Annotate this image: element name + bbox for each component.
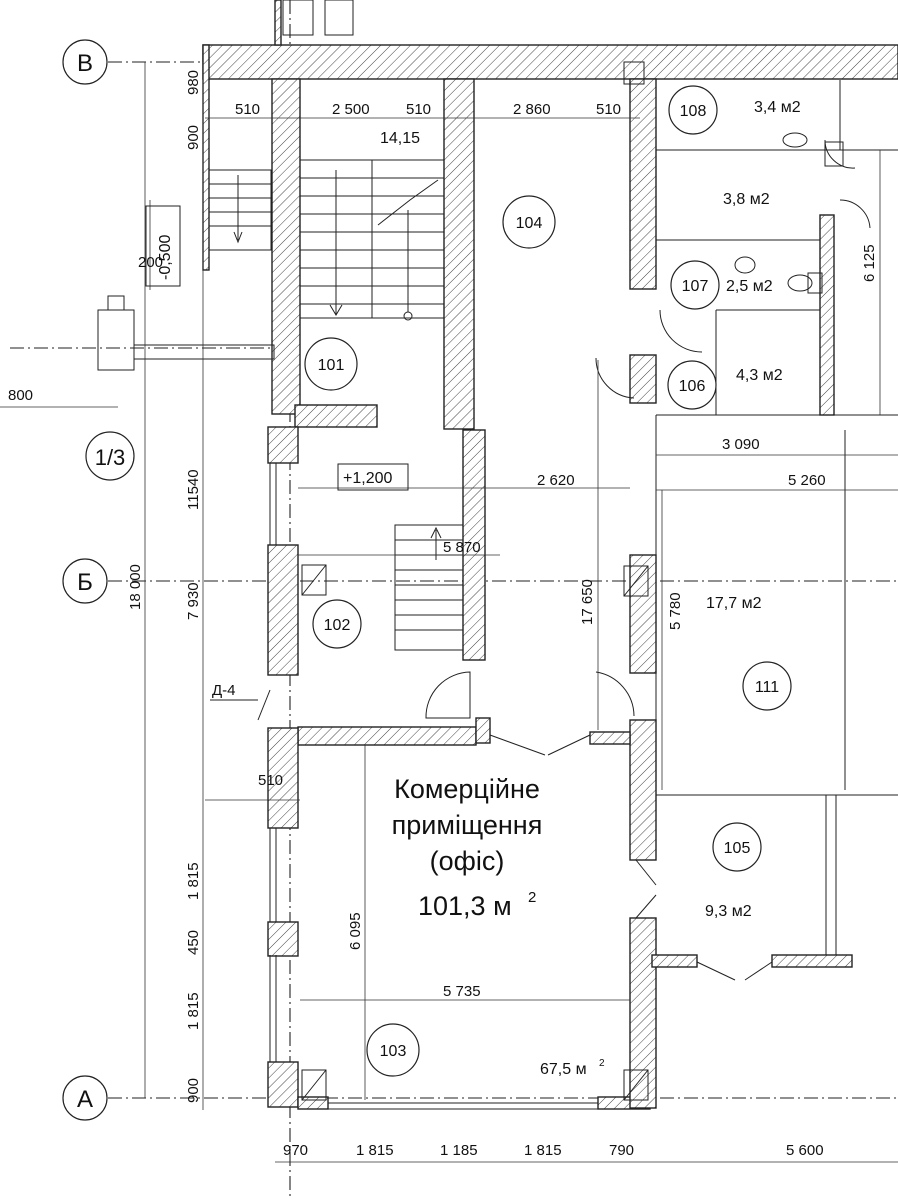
dim-left-450: 450 (185, 930, 202, 955)
area-105: 9,3 м2 (705, 903, 752, 920)
axis-bubble-1-3 (85, 431, 135, 481)
dim-office-5735: 5 735 (443, 983, 481, 1000)
dim-mid-5870: 5 870 (443, 539, 481, 556)
door-label-d4: Д-4 (212, 682, 236, 699)
level-minus: -0,500 (157, 235, 174, 280)
room-bubble-111 (742, 661, 792, 711)
axis-label-v: В (77, 50, 93, 77)
room-number-111: 111 (755, 679, 779, 696)
dim-left-1815b: 1 815 (185, 992, 202, 1030)
area-wc: 3,8 м2 (723, 191, 770, 208)
dim-mid-2620: 2 620 (537, 472, 575, 489)
room-bubble-106 (667, 360, 717, 410)
dim-left-7930: 7 930 (185, 582, 202, 620)
office-area: 101,3 м (418, 891, 512, 921)
axis-label-1-3: 1/3 (95, 445, 126, 470)
dim-left-1815a: 1 815 (185, 862, 202, 900)
dim-bot-1815a: 1 815 (356, 1142, 394, 1159)
axis-label-b: Б (77, 569, 93, 596)
dim-top-2500: 2 500 (332, 101, 370, 118)
room-number-104: 104 (516, 215, 543, 232)
doors (257, 139, 871, 981)
level-plus: +1,200 (343, 470, 392, 487)
dim-bot-790: 790 (609, 1142, 634, 1159)
dim-left-800: 800 (8, 387, 33, 404)
room-number-101: 101 (318, 357, 345, 374)
office-title-line1: Комерційне (394, 774, 540, 804)
dimension-lines (0, 62, 898, 1163)
axis-bubble-b (62, 558, 108, 604)
staircase-left (208, 169, 272, 251)
dim-office-6095: 6 095 (347, 912, 364, 950)
office-area-sup: 2 (528, 889, 536, 906)
dim-left-900b: 900 (185, 1078, 202, 1103)
dim-left-900: 900 (185, 125, 202, 150)
area-106: 4,3 м2 (736, 367, 783, 384)
dim-top-510a: 510 (235, 101, 260, 118)
level-plus-box (337, 463, 409, 491)
room-number-102: 102 (324, 617, 351, 634)
dim-bot-970: 970 (283, 1142, 308, 1159)
axis-label-a: А (77, 1086, 93, 1113)
room-number-105: 105 (724, 840, 751, 857)
room-bubble-107 (670, 260, 720, 310)
room-number-107: 107 (682, 278, 709, 295)
axis-bubble-v (62, 39, 108, 85)
dim-left-980: 980 (185, 70, 202, 95)
columns (97, 0, 649, 1101)
dim-left-200: 200 (138, 254, 163, 271)
dim-right-5260: 5 260 (788, 472, 826, 489)
dim-right-3090: 3 090 (722, 436, 760, 453)
dim-left-510: 510 (258, 772, 283, 789)
area-108: 3,4 м2 (754, 99, 801, 116)
dim-bot-1815b: 1 815 (524, 1142, 562, 1159)
dim-left-11540: 11540 (185, 469, 202, 510)
room-number-108: 108 (680, 103, 707, 120)
office-title-line3: (офіс) (430, 846, 505, 876)
office-title-line2: приміщення (392, 810, 543, 840)
dim-left-18000: 18 000 (127, 564, 144, 610)
sanitary-fixtures (734, 132, 844, 294)
room-bubble-101 (304, 337, 358, 391)
level-minus-box (145, 205, 181, 287)
area-103-sup: 2 (599, 1058, 605, 1069)
area-103: 67,5 м (540, 1061, 587, 1078)
dim-bot-1185: 1 185 (440, 1142, 478, 1159)
room-bubble-104 (502, 195, 556, 249)
dim-top-510c: 510 (596, 101, 621, 118)
dim-mid-17650: 17 650 (579, 579, 596, 625)
area-111: 17,7 м2 (706, 595, 762, 612)
room-number-103: 103 (380, 1043, 407, 1060)
level-landing: 14,15 (380, 130, 420, 147)
dim-bot-5600: 5 600 (786, 1142, 824, 1159)
staircase-upper (299, 159, 445, 321)
room-bubble-108 (668, 85, 718, 135)
area-107: 2,5 м2 (726, 278, 773, 295)
axis-bubble-a (62, 1075, 108, 1121)
walls (202, 0, 898, 1110)
room-bubble-105 (712, 822, 762, 872)
dim-top-510b: 510 (406, 101, 431, 118)
room-number-106: 106 (679, 378, 706, 395)
room-bubble-103 (366, 1023, 420, 1077)
room-bubble-102 (312, 599, 362, 649)
dim-right-6125: 6 125 (861, 244, 878, 282)
partitions (269, 80, 898, 1110)
dim-mid-5780: 5 780 (667, 592, 684, 630)
dim-top-2860: 2 860 (513, 101, 551, 118)
